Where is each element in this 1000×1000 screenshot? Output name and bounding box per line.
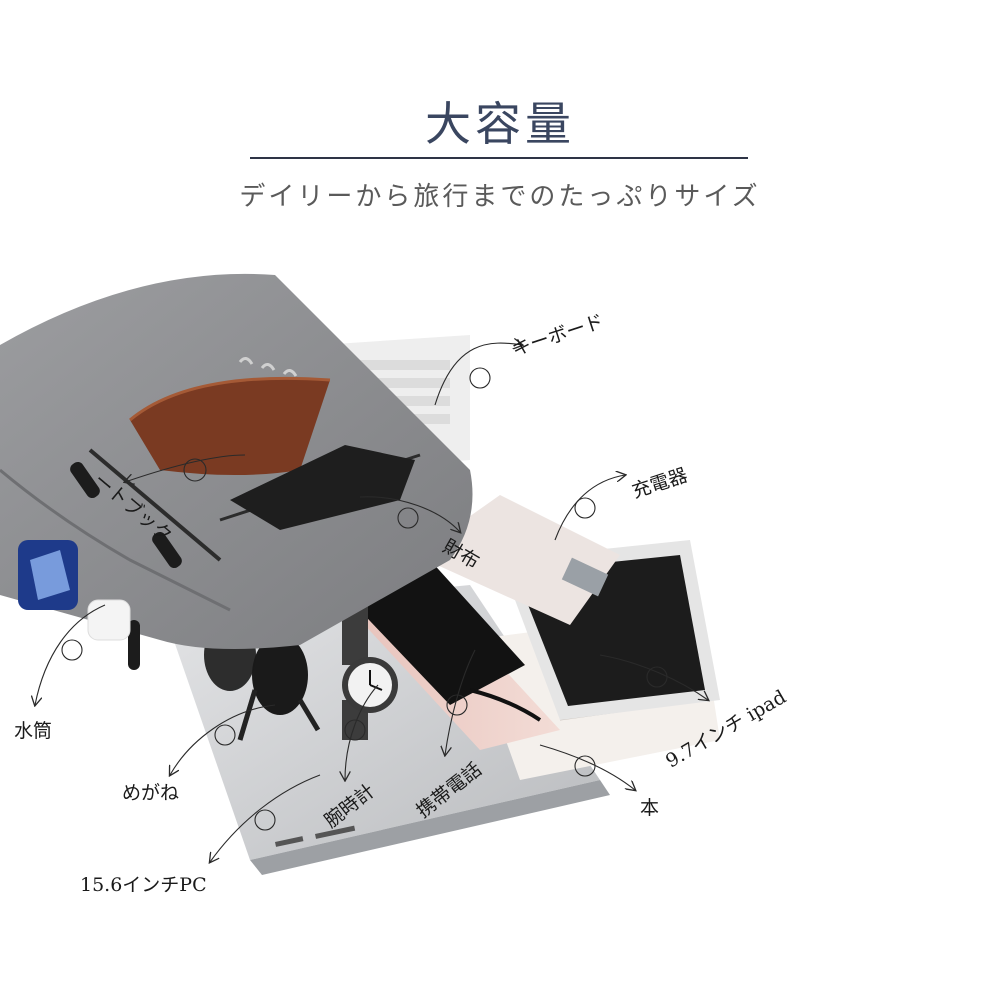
page-subtitle: デイリーから旅行までのたっぷりサイズ [239, 182, 761, 212]
label-laptop: 15.6インチPC [80, 874, 207, 896]
label-book: 本 [640, 797, 660, 819]
notebook [129, 357, 331, 475]
label-glasses: めがね [122, 782, 180, 804]
water-bottle [18, 540, 131, 641]
annotation-arrows [35, 343, 708, 862]
title-divider [250, 157, 748, 159]
wallet [230, 445, 415, 530]
phone [350, 560, 542, 722]
label-water-bottle: 水筒 [14, 720, 53, 742]
page-title: 大容量 [425, 97, 575, 151]
